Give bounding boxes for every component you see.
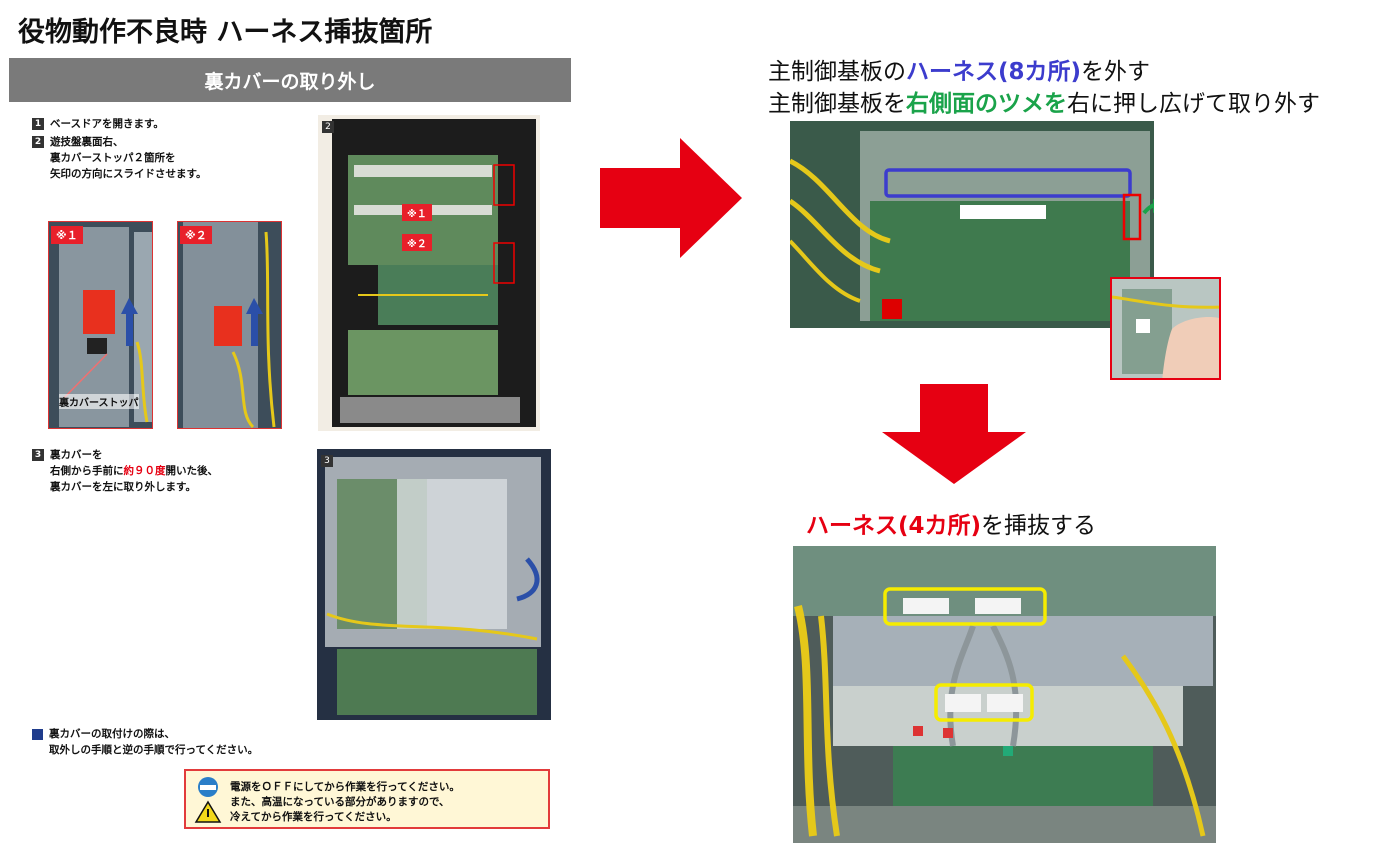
inset-claw-photo [1110, 277, 1221, 380]
step-3: 3 裏カバーを 右側から手前に約９０度開いた後、 裏カバーを左に取り外します。 [32, 447, 218, 495]
main-board-photo [790, 121, 1154, 328]
warning-line: また、高温になっている部分がありますので、 [230, 796, 450, 808]
warning-line: 電源をＯＦＦにしてから作業を行ってください。 [230, 781, 460, 793]
arrow-green-icon [1153, 199, 1154, 213]
photo-tag-2: ※２ [402, 234, 432, 251]
warning-text: 電源をＯＦＦにしてから作業を行ってください。 また、高温になっている部分がありま… [230, 780, 460, 825]
stopper-label: 裏カバーストッパ [59, 394, 139, 409]
text-fragment: 主制御基板を [768, 91, 906, 117]
board-photo-step3: 3 [317, 449, 551, 720]
step-number: 2 [32, 136, 44, 148]
highlight-text: 右側面のツメを [906, 91, 1067, 117]
text-fragment: を挿抜する [981, 513, 1097, 539]
text-fragment: 開いた後、 [165, 465, 219, 477]
note-marker-icon [32, 728, 43, 740]
note: 裏カバーの取付けの際は、 取外しの手順と逆の手順で行ってください。 [32, 726, 258, 758]
highlight-text: ハーネス(4カ所) [806, 513, 982, 539]
power-off-icon [194, 777, 222, 823]
warning-box: 電源をＯＦＦにしてから作業を行ってください。 また、高温になっている部分がありま… [184, 769, 550, 829]
step-text-line: 裏カバーストッパ２箇所を [50, 152, 176, 164]
instruction-line-3: ハーネス(4カ所)を挿抜する [806, 506, 1096, 540]
highlight-text: ハーネス(8カ所) [906, 59, 1082, 85]
arrow-down-icon [882, 384, 1026, 484]
photo-number: 2 [322, 121, 334, 133]
harness-photo [793, 546, 1216, 843]
step-text-line: 矢印の方向にスライドさせます。 [50, 168, 207, 180]
highlight-text: 約９０度 [123, 465, 166, 477]
note-line: 取外しの手順と逆の手順で行ってください。 [49, 744, 259, 756]
text-fragment: 右に押し広げて取り外す [1067, 91, 1320, 117]
photo-tag-1: ※１ [51, 226, 83, 244]
arrow-right-icon [600, 138, 742, 258]
board-photo-step2: ※１ ※２ 2 [318, 115, 540, 431]
step-number: 1 [32, 118, 44, 130]
photo-tag-1: ※１ [402, 204, 432, 221]
step-text: ベースドアを開きます。 [50, 118, 164, 130]
section-header: 裏カバーの取り外し [9, 58, 571, 102]
text-fragment: を外す [1081, 59, 1151, 85]
text-fragment: 主制御基板の [768, 59, 906, 85]
step-text-line: 裏カバーを [50, 449, 103, 461]
instruction-line-2: 主制御基板を右側面のツメを右に押し広げて取り外す [768, 84, 1320, 118]
step-number: 3 [32, 449, 44, 461]
step-text-line: 遊技盤裏面右、 [50, 136, 124, 148]
text-fragment: 右側から手前に [50, 465, 124, 477]
note-line: 裏カバーの取付けの際は、 [49, 728, 175, 740]
photo-number: 3 [321, 455, 333, 467]
stopper-photo-2: ※２ [177, 221, 282, 429]
step-1: 1 ベースドアを開きます。 [32, 116, 164, 132]
warning-line: 冷えてから作業を行ってください。 [230, 811, 397, 823]
step-2: 2 遊技盤裏面右、 裏カバーストッパ２箇所を 矢印の方向にスライドさせます。 [32, 134, 206, 182]
step-text-line: 右側から手前に約９０度開いた後、 [32, 463, 218, 479]
photo-tag-2: ※２ [180, 226, 212, 244]
step-text-line: 裏カバーを左に取り外します。 [50, 481, 196, 493]
stopper-photo-1: ※１ 裏カバーストッパ [48, 221, 153, 429]
page-title: 役物動作不良時 ハーネス挿抜箇所 [18, 17, 433, 48]
instruction-line-1: 主制御基板のハーネス(8カ所)を外す [768, 52, 1150, 86]
